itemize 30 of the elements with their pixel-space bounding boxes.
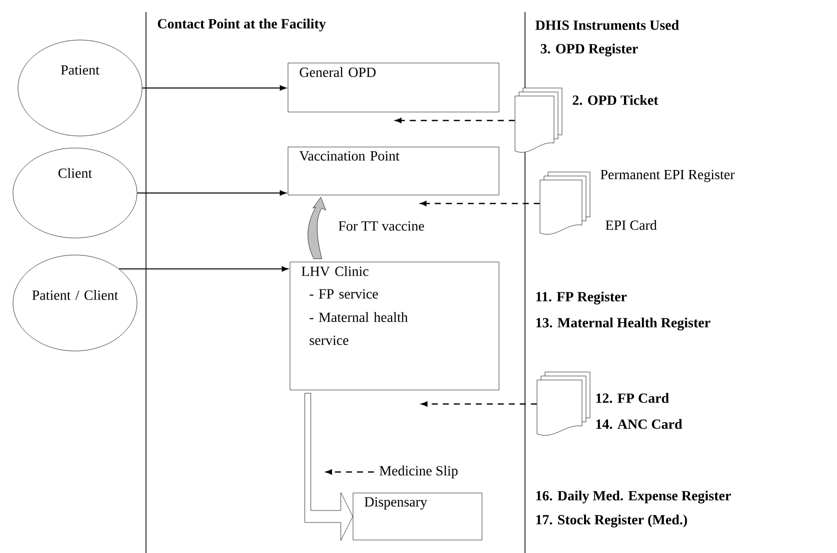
- document-label: 14. ANC Card: [596, 419, 682, 429]
- column-heading: Contact Point at the Facility: [158, 18, 326, 32]
- block-arrow: [304, 393, 353, 541]
- arrow: [136, 190, 286, 196]
- arrow: [118, 266, 288, 272]
- document-stack-drawing: [536, 372, 590, 436]
- process-box: LHV Clinic - FP service - Maternal health service: [290, 262, 500, 390]
- process-box: Dispensary: [352, 492, 482, 540]
- document-label: 12. FP Card: [596, 393, 669, 403]
- document-label: Permanent EPI Register: [600, 170, 735, 182]
- register-label: 16. Daily Med. Expense Register: [536, 490, 731, 504]
- note-text: Medicine Slip: [380, 466, 458, 478]
- register-label: 3. OPD Register: [540, 44, 638, 56]
- arrow: [142, 85, 286, 91]
- document-label: EPI Card: [606, 220, 657, 230]
- document-label: 2. OPD Ticket: [572, 95, 658, 105]
- process-box: General OPD: [288, 62, 500, 112]
- column-heading: DHIS Instruments Used: [535, 20, 679, 30]
- dashed-arrow: [420, 200, 540, 206]
- document-stack-drawing: [514, 88, 562, 153]
- document-stack-drawing: [540, 172, 590, 235]
- register-label: 17. Stock Register (Med.): [536, 514, 687, 528]
- dashed-arrow: [395, 118, 515, 124]
- register-label: 13. Maternal Health Register: [536, 318, 710, 330]
- dashed-arrow: [421, 401, 537, 407]
- register-label: 11. FP Register: [536, 292, 627, 304]
- process-box: Vaccination Point: [288, 146, 500, 196]
- edge-label: For TT vaccine: [338, 221, 424, 231]
- dashed-arrow: [326, 469, 374, 475]
- block-arrow: [308, 197, 326, 259]
